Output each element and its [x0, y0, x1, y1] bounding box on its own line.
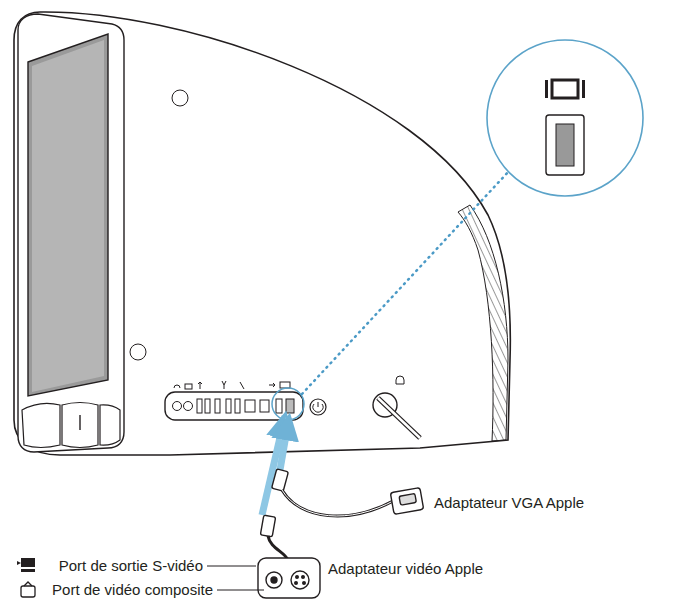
- video-adapter: [258, 515, 320, 598]
- speaker-grille: [22, 403, 60, 447]
- part-label: Port de vidéo composite: [50, 581, 215, 599]
- lock-icon: [396, 376, 404, 384]
- vga-adapter: [272, 469, 424, 516]
- zoom-circle: [487, 40, 643, 196]
- leader-line: [217, 590, 264, 591]
- part-label: Adaptateur VGA Apple: [432, 494, 586, 512]
- drive-slot: [79, 415, 80, 430]
- screen: [28, 34, 108, 396]
- port-icons: [174, 381, 290, 389]
- screen-glass: [32, 40, 104, 392]
- power-cable: [378, 398, 420, 438]
- vent-grille: [458, 205, 508, 441]
- video-port-icon: [545, 80, 585, 98]
- front-bezel: [18, 14, 124, 452]
- power-button: [310, 399, 326, 415]
- computer-body: [14, 12, 510, 455]
- zoom-leader: [302, 170, 510, 394]
- composite-video-icon: [21, 582, 35, 597]
- ports: [173, 399, 295, 413]
- svideo-out-icon: [17, 558, 35, 572]
- part-label: Adaptateur vidéo Apple: [326, 560, 485, 578]
- connect-arrow: [280, 418, 289, 470]
- power-symbol: [313, 402, 323, 412]
- video-port-zoom: [546, 115, 584, 175]
- part-label: Port de sortie S-vidéo: [57, 557, 205, 575]
- leader-line: [207, 566, 256, 567]
- optical-drive: [62, 403, 98, 448]
- port-highlight: [272, 388, 304, 420]
- screw: [172, 90, 188, 106]
- screw: [130, 344, 146, 360]
- video-port-socket: [556, 124, 574, 166]
- power-cable-core: [378, 398, 420, 438]
- speaker-grille: [100, 405, 120, 445]
